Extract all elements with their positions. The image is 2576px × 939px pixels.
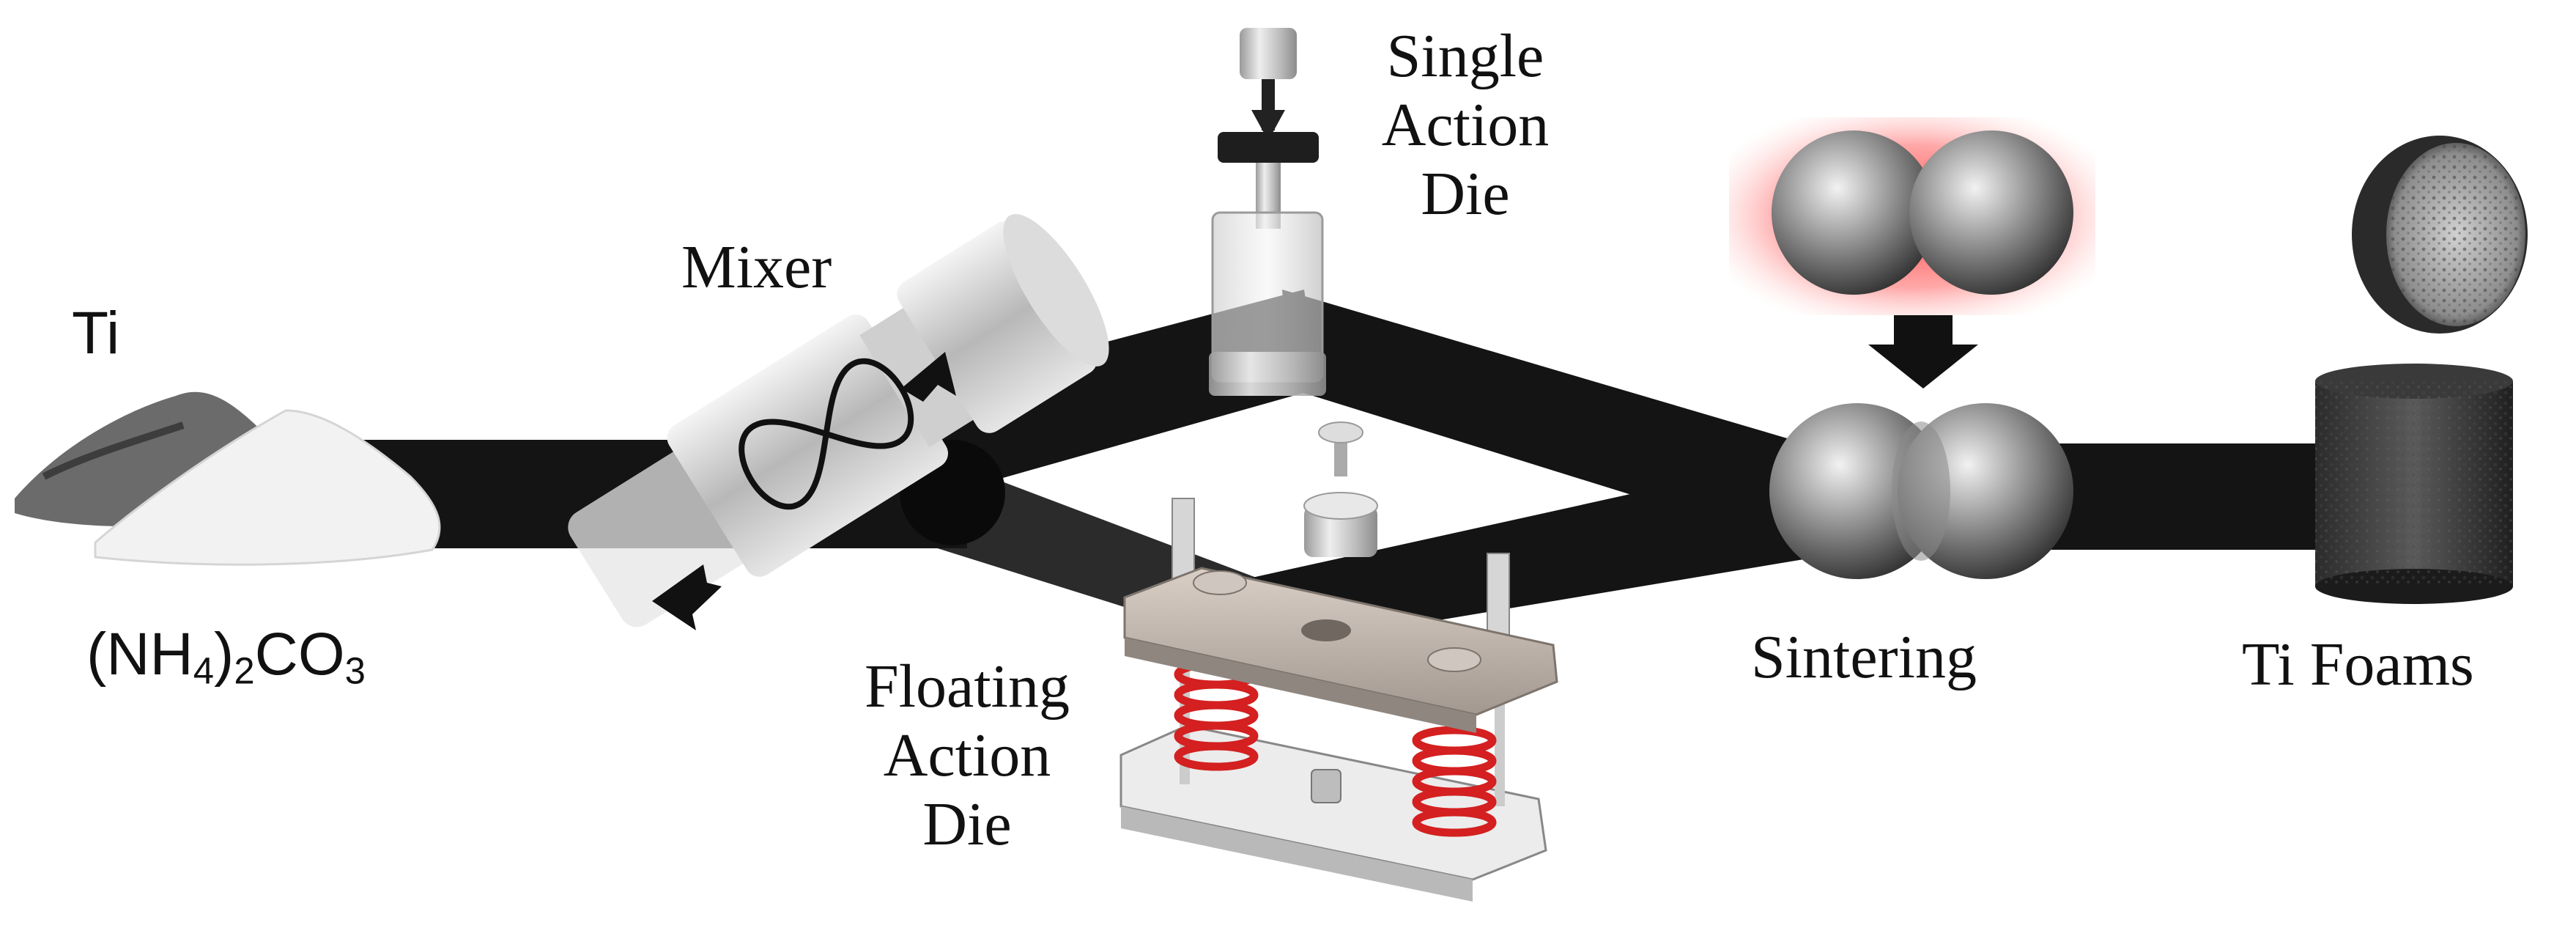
formula-part-1: (NH: [86, 621, 193, 688]
formula-part-2: ): [214, 621, 234, 688]
label-ti: Ti: [72, 300, 120, 367]
floating-line-2: Action: [883, 721, 1051, 789]
formula-part-3: CO: [254, 621, 345, 688]
label-ti-foams: Ti Foams: [2242, 630, 2474, 699]
single-line-2: Action: [1381, 91, 1550, 159]
label-ammonium-carbonate: (NH4)2CO3: [86, 620, 366, 692]
arrow-down-icon: [1868, 315, 1978, 389]
mixing-path-icon: [739, 358, 914, 510]
label-single-action-die: Single Action Die: [1341, 22, 1590, 229]
label-floating-action-die: Floating Action Die: [843, 652, 1092, 859]
single-line-3: Die: [1421, 160, 1510, 228]
formula-sub-3: 3: [344, 649, 366, 692]
arrow-up-right-icon: [901, 352, 956, 402]
arrow-down-icon: [1251, 110, 1285, 141]
powder-pile: [15, 391, 441, 566]
ammonium-carbonate-powder: [94, 409, 441, 566]
label-mixer: Mixer: [681, 233, 832, 301]
formula-sub-2: 2: [234, 649, 255, 692]
floating-line-1: Floating: [864, 652, 1070, 721]
floating-action-die: [1119, 498, 1558, 902]
single-line-1: Single: [1386, 22, 1544, 90]
floating-line-3: Die: [922, 790, 1012, 858]
mixer-arrows: [652, 352, 956, 630]
sintering-stage: [1729, 117, 2095, 579]
left-spring: [1174, 660, 1259, 771]
ti-foams: [2315, 136, 2528, 604]
arrow-down-left-icon: [652, 564, 722, 630]
formula-sub-1: 4: [193, 649, 215, 692]
band-floating-to-sintering: [1246, 454, 1817, 645]
right-spring: [1412, 726, 1497, 837]
single-action-die: [1209, 28, 1326, 396]
punches: [1303, 421, 1378, 557]
label-sintering: Sintering: [1751, 623, 1977, 691]
